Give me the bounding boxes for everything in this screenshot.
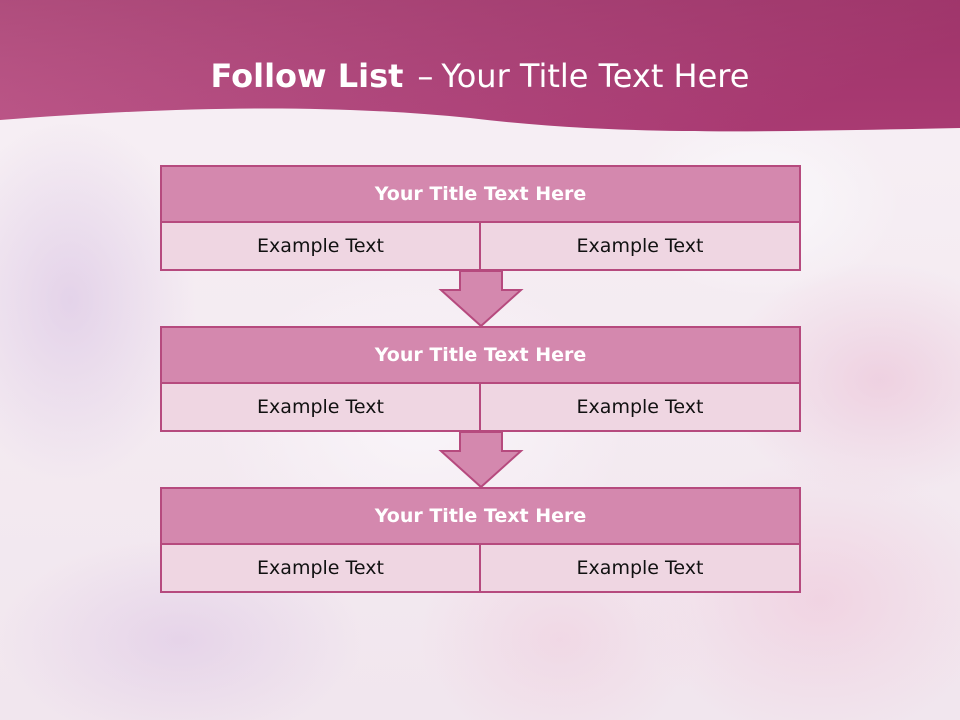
block-left-text: Example Text: [160, 543, 481, 593]
slide-title-bold: Follow List: [210, 57, 404, 95]
down-arrow-icon: [438, 431, 524, 489]
block-title: Your Title Text Here: [160, 487, 801, 545]
block-right-text: Example Text: [479, 221, 801, 271]
block-title: Your Title Text Here: [160, 165, 801, 223]
header-band: [0, 0, 960, 140]
block-left-text: Example Text: [160, 221, 481, 271]
slide-title-separator: –: [417, 57, 434, 95]
follow-block-1: Your Title Text Here Example Text Exampl…: [160, 165, 801, 271]
block-title: Your Title Text Here: [160, 326, 801, 384]
down-arrow-icon: [438, 270, 524, 328]
block-left-text: Example Text: [160, 382, 481, 432]
follow-block-3: Your Title Text Here Example Text Exampl…: [160, 487, 801, 593]
follow-block-2: Your Title Text Here Example Text Exampl…: [160, 326, 801, 432]
slide-title: Follow List–Your Title Text Here: [0, 52, 960, 100]
slide-title-rest: Your Title Text Here: [441, 57, 750, 95]
block-right-text: Example Text: [479, 543, 801, 593]
block-right-text: Example Text: [479, 382, 801, 432]
